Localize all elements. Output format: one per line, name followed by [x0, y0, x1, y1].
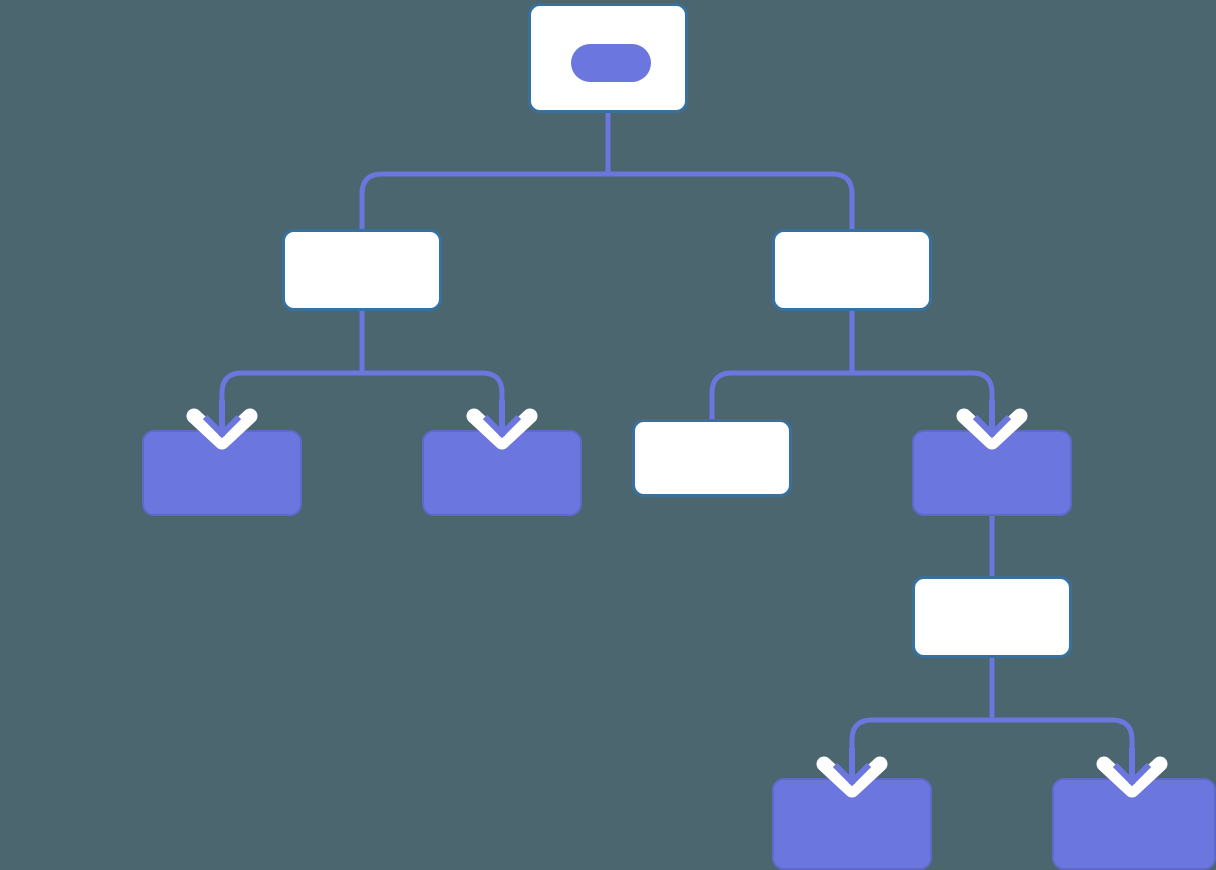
edge-root-to-branch-left — [359, 171, 608, 229]
node-leaf-l1[interactable] — [142, 430, 302, 516]
edge-branch-r2-child-to-leaf-b2 — [992, 717, 1135, 780]
edge-branch-left-to-leaf-l2 — [362, 370, 505, 432]
node-r2[interactable] — [912, 430, 1072, 516]
edge-root-to-branch-right — [608, 171, 855, 229]
edge-branch-r2-child-to-leaf-b1 — [849, 717, 992, 780]
edge-branch-left-to-leaf-l1 — [219, 370, 362, 432]
node-branch-left[interactable] — [282, 229, 442, 311]
node-leaf-b1[interactable] — [772, 778, 932, 870]
node-root[interactable] — [528, 3, 688, 113]
node-leaf-r1[interactable] — [632, 419, 792, 497]
node-leaf-l2[interactable] — [422, 430, 582, 516]
edge-branch-right-to-node-r2 — [852, 370, 995, 432]
node-branch-right[interactable] — [772, 229, 932, 311]
node-leaf-b2[interactable] — [1052, 778, 1216, 870]
root-pill-badge-icon — [571, 44, 651, 82]
edge-branch-right-to-leaf-r1 — [709, 370, 852, 419]
node-branch-r2-child[interactable] — [912, 576, 1072, 658]
